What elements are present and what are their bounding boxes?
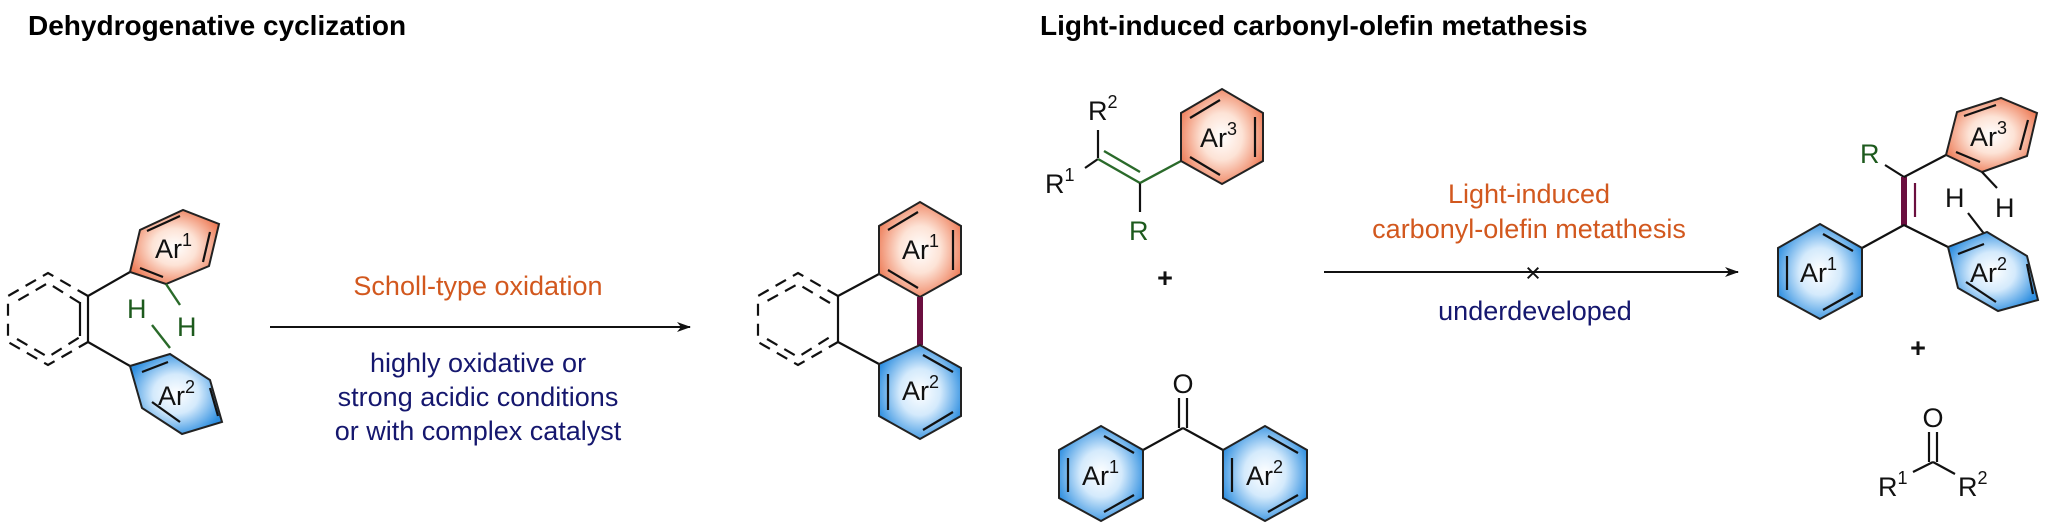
ring-ar2-ketone: Ar2 <box>1222 424 1308 523</box>
ar3-label: Ar3 <box>1970 118 2007 152</box>
left-reaction-arrow: Scholl-type oxidation highly oxidative o… <box>270 271 691 446</box>
left-product: Ar1 Ar2 <box>756 200 962 441</box>
condition-line-3: or with complex catalyst <box>335 416 622 446</box>
olefin-reactant: R2 R1 R Ar3 + <box>1045 87 1264 293</box>
ring-ar1-product: Ar1 <box>1777 222 1863 321</box>
right-panel-title: Light-induced carbonyl-olefin metathesis <box>1040 10 1588 41</box>
h-label-1: H <box>1995 193 2015 223</box>
r2-label: R2 <box>1958 468 1988 502</box>
h-label-2: H <box>1945 183 1965 213</box>
ar1-label: Ar1 <box>902 231 939 265</box>
r-label: R <box>1129 216 1149 246</box>
ring-ar2-product: Ar2 <box>878 343 962 441</box>
ring-ar1-reactant: Ar1 <box>128 208 221 286</box>
r-label: R <box>1860 139 1880 169</box>
ar1-label: Ar1 <box>155 230 192 264</box>
condition-line-1: highly oxidative or <box>370 348 586 378</box>
byproduct-ketone: O R1 R2 <box>1878 403 1988 502</box>
ring-ar3-reactant: Ar3 <box>1180 87 1264 186</box>
ring-ar3-product: Ar3 <box>1944 96 2039 174</box>
ar2-label: Ar2 <box>902 372 939 406</box>
scholl-label: Scholl-type oxidation <box>353 271 602 301</box>
left-reactant: Ar1 H H Ar2 <box>6 208 224 436</box>
ar1-label: Ar1 <box>1082 457 1119 491</box>
dashed-ring <box>6 271 90 367</box>
plus-sign: + <box>1157 263 1173 293</box>
ring-ar2-reactant: Ar2 <box>128 352 224 436</box>
ring-ar2-product: Ar2 <box>1946 230 2040 313</box>
ar1-label: Ar1 <box>1800 254 1837 288</box>
metathesis-product: R Ar3 H H Ar1 Ar2 <box>1777 96 2040 363</box>
condition-line-2: strong acidic conditions <box>338 382 619 412</box>
oxygen-label: O <box>1922 403 1943 433</box>
ketone-reactant: O Ar1 Ar2 <box>1058 369 1308 523</box>
h-label-1: H <box>177 312 197 342</box>
blocked-mark: × <box>1525 258 1541 288</box>
ar3-label: Ar3 <box>1200 119 1237 153</box>
metathesis-label-line-1: Light-induced <box>1448 179 1610 209</box>
right-reaction-arrow: Light-induced carbonyl-olefin metathesis… <box>1324 179 1739 326</box>
r1-label: R1 <box>1878 468 1908 502</box>
r1-label: R1 <box>1045 165 1075 199</box>
ar2-label: Ar2 <box>1246 457 1283 491</box>
ar2-label: Ar2 <box>158 377 195 411</box>
ring-ar1-product: Ar1 <box>878 200 962 299</box>
h-label-2: H <box>127 294 147 324</box>
underdeveloped-label: underdeveloped <box>1438 296 1632 326</box>
ring-ar1-ketone: Ar1 <box>1058 424 1144 523</box>
metathesis-label-line-2: carbonyl-olefin metathesis <box>1372 214 1686 244</box>
ar2-label: Ar2 <box>1970 254 2007 288</box>
r2-label: R2 <box>1088 92 1118 126</box>
plus-sign-2: + <box>1910 333 1926 363</box>
dashed-ring-product <box>756 271 840 367</box>
oxygen-label: O <box>1172 369 1193 399</box>
left-panel-title: Dehydrogenative cyclization <box>28 10 406 41</box>
